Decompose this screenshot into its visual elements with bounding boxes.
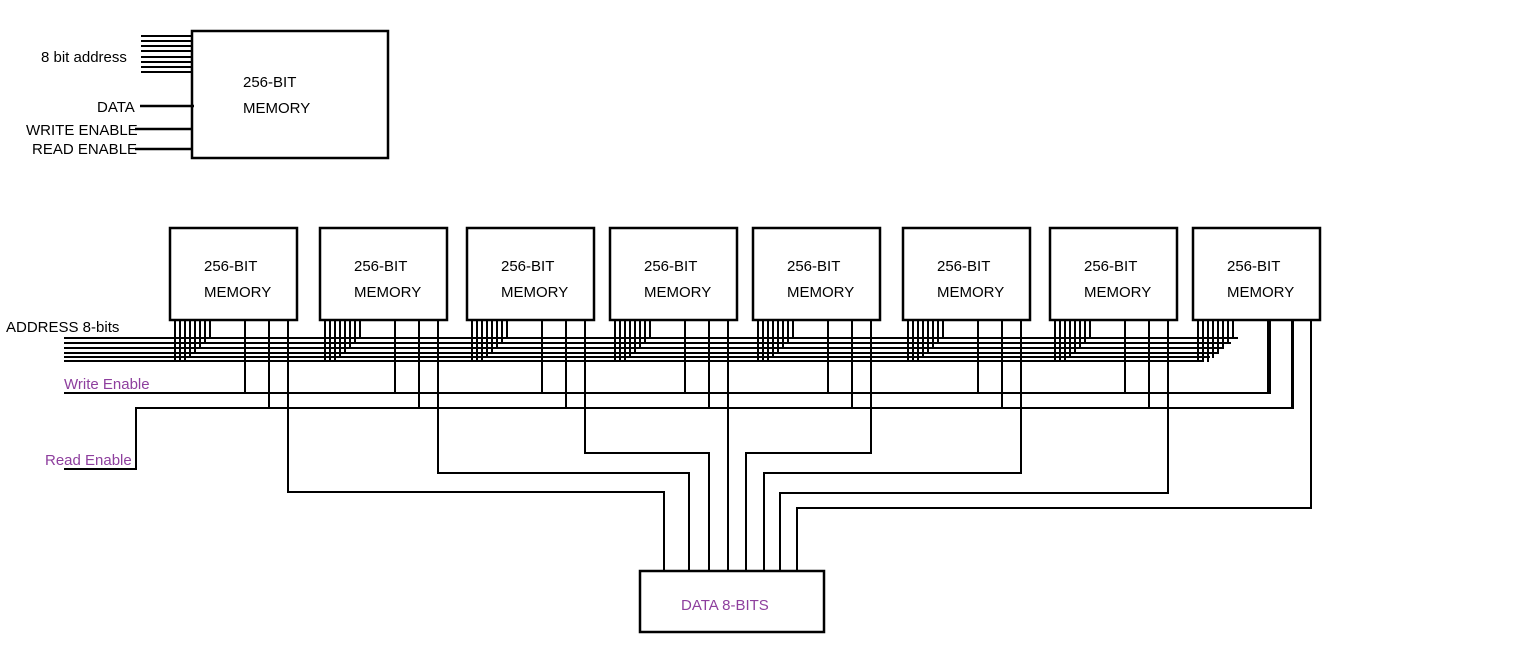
write-enable-bus-label: Write Enable: [64, 376, 150, 393]
memory-chip-title: 256-BIT: [787, 258, 840, 275]
address-label: 8 bit address: [41, 49, 127, 66]
memory-bank: 256-BITMEMORY256-BITMEMORY256-BITMEMORY2…: [6, 226, 1322, 634]
memory-chip: 256-BIT MEMORY: [168, 226, 299, 322]
memory-chip-box: [608, 226, 739, 322]
chip-data-line: [437, 320, 690, 571]
memory-chip-box: [1191, 226, 1322, 322]
data-label: DATA: [97, 99, 135, 116]
bank-wiring: [64, 320, 1312, 571]
single-memory-chip: [190, 29, 390, 160]
memory-chip-subtitle: MEMORY: [501, 284, 568, 301]
memory-chip-title: 256-BIT: [1227, 258, 1280, 275]
write-enable-bus: [64, 320, 1271, 394]
data-bus-block: DATA 8-BITS: [638, 569, 826, 634]
memory-chip: 256-BIT MEMORY: [608, 226, 739, 322]
bank-chips: 256-BITMEMORY256-BITMEMORY256-BITMEMORY2…: [168, 226, 1322, 322]
memory-chip: 256-BIT MEMORY: [318, 226, 449, 322]
memory-chip-box: [751, 226, 882, 322]
read-enable-bus-label: Read Enable: [45, 452, 132, 469]
memory-chip: 256-BIT MEMORY: [901, 226, 1032, 322]
single-chip-title: 256-BIT: [243, 74, 296, 91]
memory-chip-box: [318, 226, 449, 322]
address-bus-label: ADDRESS 8-bits: [6, 319, 119, 336]
memory-chip-subtitle: MEMORY: [644, 284, 711, 301]
memory-chip-title: 256-BIT: [937, 258, 990, 275]
read-enable-label: READ ENABLE: [32, 141, 137, 158]
data-bus-box: [638, 569, 826, 634]
memory-chip-subtitle: MEMORY: [937, 284, 1004, 301]
memory-chip-title: 256-BIT: [354, 258, 407, 275]
memory-chip: 256-BIT MEMORY: [465, 226, 596, 322]
memory-chip-title: 256-BIT: [644, 258, 697, 275]
memory-chip-box: [901, 226, 1032, 322]
memory-chip: 256-BIT MEMORY: [1048, 226, 1179, 322]
chip-data-line: [584, 320, 710, 571]
memory-chip-subtitle: MEMORY: [787, 284, 854, 301]
chip-data-line: [745, 320, 872, 571]
memory-chip: 256-BIT MEMORY: [751, 226, 882, 322]
chip-data-line: [287, 320, 665, 571]
memory-chip-title: 256-BIT: [1084, 258, 1137, 275]
memory-chip-title: 256-BIT: [501, 258, 554, 275]
chip-data-line: [796, 320, 1312, 571]
memory-chip-subtitle: MEMORY: [1084, 284, 1151, 301]
chip-data-line: [779, 320, 1169, 571]
data-bus-label: DATA 8-BITS: [681, 597, 769, 614]
memory-chip-subtitle: MEMORY: [354, 284, 421, 301]
single-module-labels: 256-BIT MEMORY 8 bit address DATA WRITE …: [26, 49, 310, 158]
single-memory-module: [135, 29, 390, 160]
chip-data-line: [763, 320, 1022, 571]
memory-chip-box: [168, 226, 299, 322]
memory-chip-subtitle: MEMORY: [1227, 284, 1294, 301]
memory-chip-box: [1048, 226, 1179, 322]
memory-chip-subtitle: MEMORY: [204, 284, 271, 301]
memory-chip: 256-BIT MEMORY: [1191, 226, 1322, 322]
write-enable-label: WRITE ENABLE: [26, 122, 138, 139]
memory-chip-box: [465, 226, 596, 322]
single-address-pins: [141, 35, 192, 73]
memory-chip-title: 256-BIT: [204, 258, 257, 275]
single-chip-subtitle: MEMORY: [243, 100, 310, 117]
